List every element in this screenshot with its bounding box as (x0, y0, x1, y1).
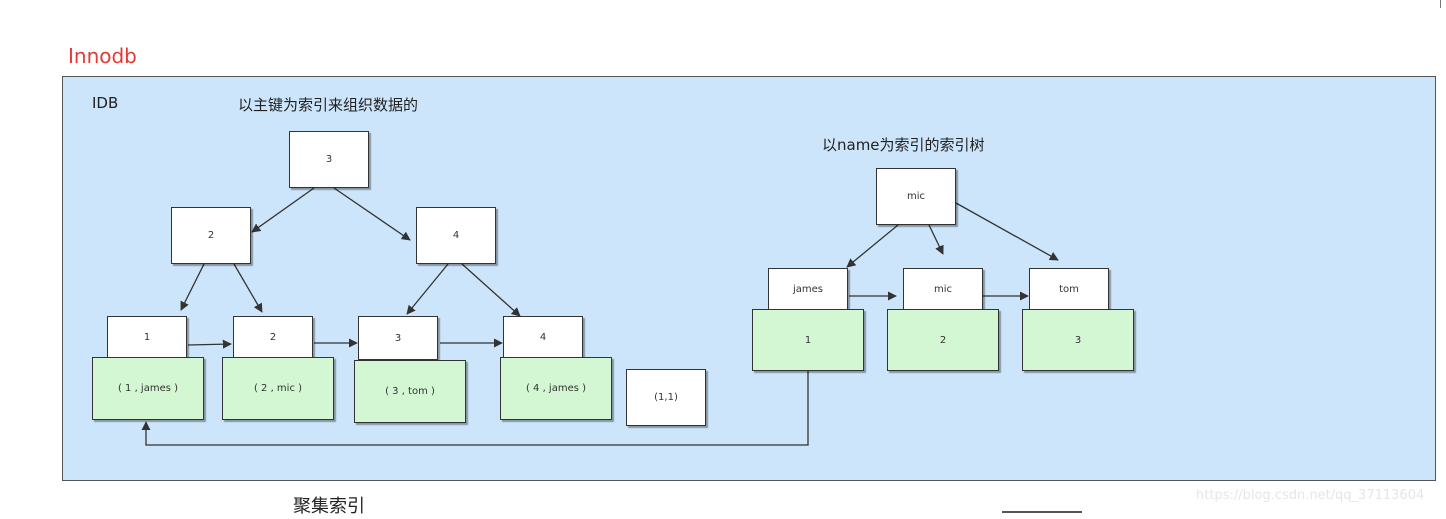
pk-root-node: 3 (289, 131, 369, 188)
pk-row-3: ( 3 , tom ) (354, 360, 466, 423)
edge-mic-root-to-tom (955, 202, 1059, 261)
extra-tuple-box: (1,1) (626, 369, 706, 426)
primary-tree-title: 以主键为索引来组织数据的 (238, 96, 419, 114)
edge-leaf1-to-leaf2 (187, 339, 232, 349)
pk-node-4: 4 (416, 207, 496, 264)
clustered-index-caption: 聚集索引 (293, 496, 365, 517)
edge-node2-to-leaf2 (233, 263, 263, 313)
edge-mic-root-to-mic (928, 224, 944, 255)
pk-row-4: ( 4 , james ) (500, 357, 612, 420)
edge-mic-root-to-james (846, 224, 899, 268)
name-leaf-value-2: 2 (887, 309, 999, 371)
edge-root-to-node4 (333, 187, 411, 241)
pk-node-2: 2 (171, 207, 251, 264)
edge-node4-to-leaf3 (406, 263, 449, 315)
name-leaf-value-1: 1 (752, 309, 864, 371)
edge-name-index-back-to-row (141, 371, 809, 446)
pk-row-2: ( 2 , mic ) (222, 357, 334, 420)
partial-box-edge (1002, 511, 1082, 519)
innodb-heading: Innodb (68, 44, 137, 68)
name-leaf-value-3: 3 (1022, 309, 1134, 371)
edge-root-to-node2 (251, 187, 315, 233)
pk-leaf-key-4: 4 (503, 316, 583, 358)
name-leaf-key-james: james (768, 268, 848, 310)
source-watermark: https://blog.csdn.net/qq_37113604 (1196, 488, 1425, 503)
name-tree-title: 以name为索引的索引树 (822, 136, 985, 154)
idb-label: IDB (92, 94, 119, 112)
name-leaf-key-mic: mic (903, 268, 983, 310)
pk-leaf-key-3: 3 (358, 316, 438, 360)
name-leaf-key-tom: tom (1029, 268, 1109, 310)
edge-node2-to-leaf1 (180, 263, 205, 311)
edge-node4-to-leaf4 (461, 263, 521, 317)
window-edge-mark (1440, 0, 1441, 8)
pk-leaf-key-1: 1 (107, 316, 187, 358)
pk-row-1: ( 1 , james ) (92, 357, 204, 420)
pk-leaf-key-2: 2 (233, 316, 313, 358)
name-root-node: mic (876, 168, 956, 225)
